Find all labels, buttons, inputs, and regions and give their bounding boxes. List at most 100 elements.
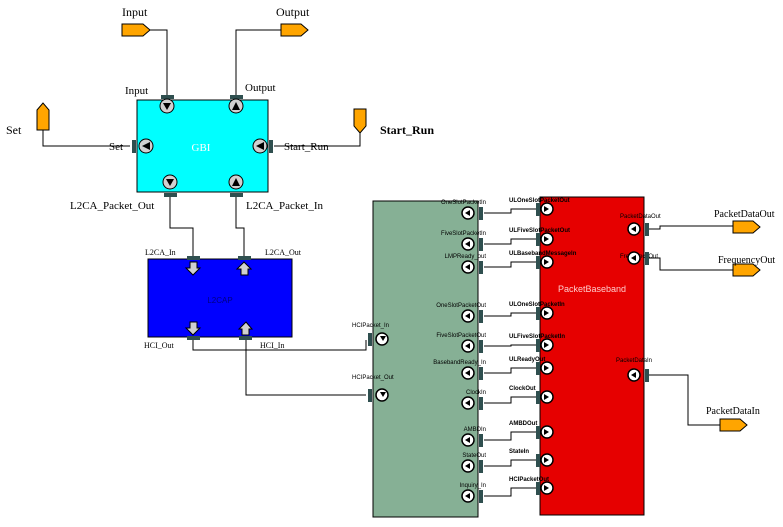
input-terminal[interactable]: Input [121,5,151,37]
middle-port-label: Inquiry_In [460,483,486,489]
l2cap-hci-out-port-icon[interactable] [184,321,202,340]
start-run-terminal[interactable]: Start_Run [353,108,434,137]
middle-port-clock-in[interactable]: ClockIn [461,390,486,410]
baseband-port-label: ULFiveSlotPacketOut [509,228,570,234]
middle-port-state-out[interactable]: StateOut [461,453,486,473]
middle-hcipacket-in-label: HCIPacket_In [352,323,389,329]
baseband-packet-data-out-label: PacketDataOut [620,214,661,220]
baseband-port-ulone-slot-packet-in[interactable]: ULOneSlotPacketIn [509,302,565,320]
baseband-packet-data-out-port[interactable]: PacketDataOut [620,214,661,236]
baseband-port-label: AMBDOut [509,421,537,427]
bus-wires [484,208,536,497]
packet-data-out-terminal-label: PacketDataOut [714,209,775,220]
baseband-port-ulbaseband-message-in[interactable]: ULBasebandMessageIn [509,251,577,269]
wire-start-run [274,133,361,147]
baseband-title: PacketBaseband [558,284,626,294]
gbi-title: GBI [192,142,211,154]
gbi-start-run-label: Start_Run [284,141,329,153]
wire-packet-data-out [647,225,733,230]
middle-hcipacket-in-port[interactable]: HCIPacket_In [352,323,389,346]
middle-port-label: LMPReady_out [445,254,487,260]
middle-port-label: StateOut [462,453,486,459]
wire-frequency-out [647,257,733,271]
wire-set [42,130,130,147]
gbi-output-label: Output [245,82,276,94]
middle-port-label: ClockIn [466,390,486,396]
l2cap-hci-in-label: HCI_In [260,341,284,350]
gbi-input-label: Input [125,85,148,97]
middle-port-label: FiveSlotPacketIn [441,231,486,237]
gbi-start-run-port-icon[interactable] [252,138,273,154]
middle-left-ports: HCIPacket_In HCIPacket_Out [352,323,394,402]
gbi-l2ca-packet-out-label: L2CA_Packet_Out [70,200,154,212]
wire-l2ca-packet-in [235,193,245,256]
middle-block[interactable]: HCIPacket_In HCIPacket_Out OneSlotPacket… [352,200,486,518]
middle-port-inquiry-in[interactable]: Inquiry_In [460,483,486,503]
baseband-port-ambdout[interactable]: AMBDOut [509,421,554,439]
baseband-port-state-in[interactable]: StateIn [509,449,554,467]
baseband-right-ports: PacketDataOut FrequencyOut PacketDataIn [616,214,661,382]
output-terminal[interactable]: Output [276,5,310,37]
baseband-port-ulone-slot-packet-out[interactable]: ULOneSlotPacketOut [509,198,570,216]
wire-packet-data-in [647,374,720,426]
middle-port-five-slot-packet-out[interactable]: FiveSlotPacketOut [436,333,486,353]
input-terminal-label: Input [122,5,148,19]
middle-port-lmpready-out[interactable]: LMPReady_out [445,254,487,274]
gbi-input-port-icon[interactable] [159,95,175,114]
baseband-port-ulfive-slot-packet-out[interactable]: ULFiveSlotPacketOut [509,228,570,246]
wire-l2ca-packet-out [169,193,194,256]
l2cap-l2ca-in-port-icon[interactable] [184,256,202,276]
baseband-port-label: ClockOut [509,386,536,392]
gbi-l2ca-packet-in-port-icon[interactable] [228,174,244,197]
baseband-packet-data-in-port[interactable]: PacketDataIn [616,358,652,382]
packet-data-out-terminal[interactable]: PacketDataOut [714,209,775,234]
middle-port-label: OneSlotPacketOut [436,303,486,309]
baseband-port-ulfive-slot-packet-in[interactable]: ULFiveSlotPacketIn [509,334,565,352]
packet-data-in-terminal-label: PacketDataIn [706,406,760,417]
baseband-port-ulready-out[interactable]: ULReadyOut [509,357,554,375]
baseband-port-clock-out[interactable]: ClockOut [509,386,554,404]
gbi-set-port-icon[interactable] [132,138,154,154]
baseband-packet-data-in-label: PacketDataIn [616,358,652,364]
middle-port-label: OneSlotPacketIn [441,200,486,206]
frequency-out-terminal[interactable]: FrequencyOut [718,255,775,277]
l2cap-l2ca-out-label: L2CA_Out [265,248,302,257]
gbi-l2ca-packet-in-label: L2CA_Packet_In [246,200,323,212]
l2cap-l2ca-out-port-icon[interactable] [235,256,253,276]
gbi-l2ca-packet-out-port-icon[interactable] [162,174,178,197]
baseband-frequency-out-port[interactable]: FrequencyOut [620,251,658,265]
set-terminal-label: Set [6,123,22,137]
middle-right-ports: OneSlotPacketInFiveSlotPacketInLMPReady_… [433,200,486,503]
baseband-port-label: ULOneSlotPacketOut [509,198,570,204]
l2cap-hci-out-label: HCI_Out [144,341,175,350]
baseband-port-label: HCIPacketOut [509,477,549,483]
wire-hci-out [192,336,367,351]
baseband-port-label: ULReadyOut [509,357,545,363]
l2cap-block[interactable]: L2CAP L2CA_In L2CA_Out HCI_Out HCI_In [144,248,302,350]
baseband-block[interactable]: PacketBaseband ULOneSlotPacketOutULFiveS… [509,196,661,516]
packet-data-in-terminal[interactable]: PacketDataIn [706,406,760,432]
middle-port-one-slot-packet-out[interactable]: OneSlotPacketOut [436,303,486,323]
wire-hci-in [245,336,366,396]
middle-hcipacket-out-port[interactable]: HCIPacket_Out [352,375,394,402]
middle-port-baseband-ready-in[interactable]: BasebandReady_In [433,360,486,380]
baseband-port-label: ULBasebandMessageIn [509,251,577,257]
middle-port-five-slot-packet-in[interactable]: FiveSlotPacketIn [441,231,486,251]
middle-port-label: BasebandReady_In [433,360,486,366]
l2cap-l2ca-in-label: L2CA_In [145,248,176,257]
baseband-port-hcipacket-out[interactable]: HCIPacketOut [509,477,554,495]
wire-output [235,29,281,97]
middle-port-label: AMBDIn [464,427,486,433]
middle-port-ambdin[interactable]: AMBDIn [461,427,486,447]
gbi-set-label: Set [109,141,123,153]
middle-port-one-slot-packet-in[interactable]: OneSlotPacketIn [441,200,486,220]
gbi-block[interactable]: GBI Input Output Set Start_Run L2CA_Pack… [70,82,329,212]
set-terminal[interactable]: Set [6,102,50,137]
frequency-out-terminal-label: FrequencyOut [718,255,775,266]
l2cap-hci-in-port-icon[interactable] [237,321,254,340]
gbi-output-port-icon[interactable] [228,95,244,114]
l2cap-title: L2CAP [207,296,232,305]
wire-input [150,29,168,97]
baseband-port-label: ULFiveSlotPacketIn [509,334,565,340]
wires [42,29,733,497]
